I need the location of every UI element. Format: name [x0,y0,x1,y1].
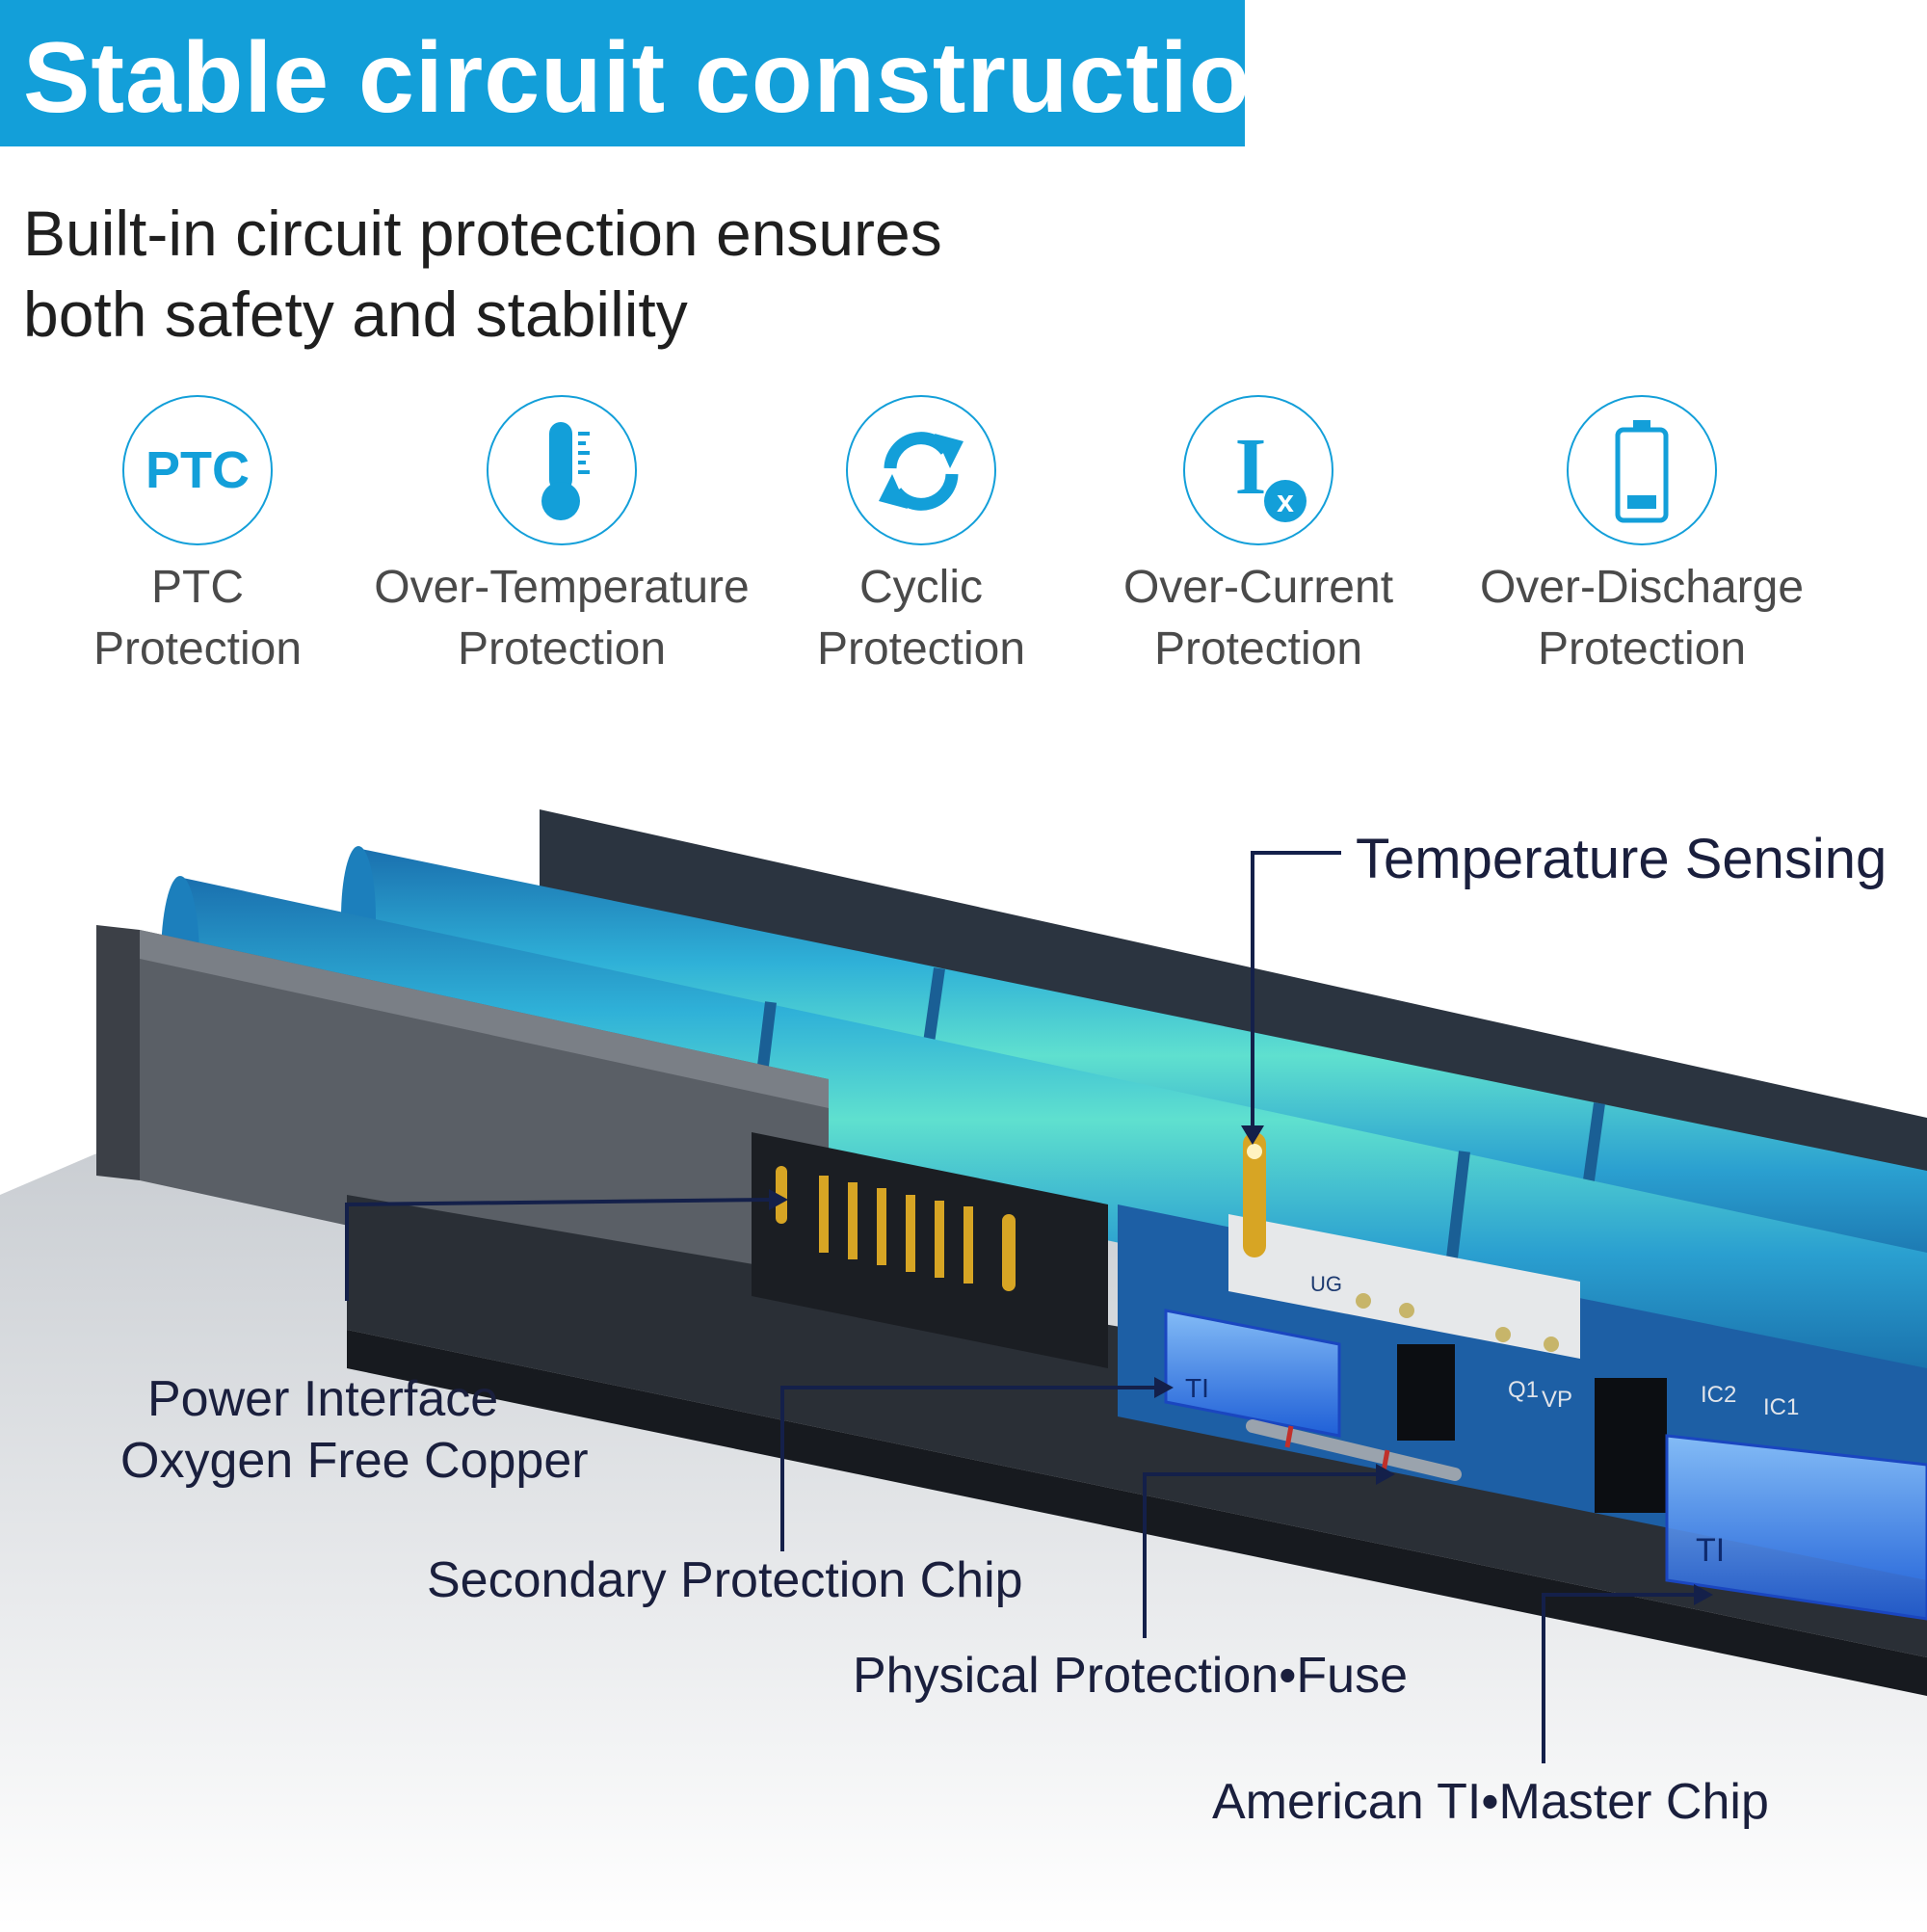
callout-arrowheads [769,1125,1713,1605]
cycle-arrows-icon [846,395,996,545]
feature-label-line-2: Protection [1537,623,1747,675]
title-banner: Stable circuit construction [0,0,1312,146]
board-label-vp: VP [1542,1387,1572,1413]
page-title: Stable circuit construction [23,22,1313,134]
feature-label: Cyclic Protection [719,557,1123,680]
callout-temperature-sensing: Temperature Sensing [1356,828,1887,890]
feature-label-line-1: Cyclic [859,562,983,613]
subtitle-line-2: both safety and stability [23,278,688,350]
feature-label-line-2: Protection [92,623,303,675]
feature-over-discharge: Over-Discharge Protection [1439,395,1844,680]
protection-circuit-board: TI Q1 VP IC2 IC1 UG TI [1118,1204,1927,1621]
feature-over-current: I x Over-Current Protection [1056,395,1461,680]
callout-power-interface: Power Interface Oxygen Free Copper [120,1368,589,1492]
battery-back-rail [540,809,1927,1195]
feature-label-line-1: PTC [151,562,244,613]
page-subtitle: Built-in circuit protection ensures both… [23,193,1131,355]
feature-label: Over-Temperature Protection [359,557,764,680]
feature-label-line-2: Protection [1153,623,1363,675]
ptc-icon-text: PTC [145,441,250,499]
feature-over-temperature: Over-Temperature Protection [359,395,764,680]
feature-label-line-2: Protection [457,623,667,675]
temperature-probe [1243,1132,1266,1257]
board-label-q1: Q1 [1508,1377,1539,1403]
feature-label-line-2: Protection [816,623,1026,675]
board-label-ic1: IC1 [1763,1394,1799,1420]
power-connector [752,1132,1108,1368]
battery-illustration: TI Q1 VP IC2 IC1 UG TI [0,790,1927,1927]
callout-master-chip: American TI•Master Chip [1212,1774,1769,1830]
feature-cyclic: Cyclic Protection [719,395,1123,680]
feature-label: Over-Current Protection [1056,557,1461,680]
current-x-icon: I x [1183,395,1333,545]
board-label-ic2: IC2 [1701,1382,1736,1408]
connector-pins [776,1166,1016,1291]
callout-power-interface-line-1: Power Interface [147,1371,499,1427]
fuse-body [1246,1419,1462,1481]
subtitle-line-1: Built-in circuit protection ensures [23,198,942,269]
ptc-icon: PTC [122,395,273,545]
callout-power-interface-line-2: Oxygen Free Copper [120,1433,589,1489]
board-label-ti-left: TI [1185,1373,1209,1403]
current-icon-badge: x [1277,484,1294,518]
feature-label-line-1: Over-Temperature [374,562,750,613]
callout-secondary-protection-chip: Secondary Protection Chip [427,1552,1023,1608]
thermometer-icon [487,395,637,545]
current-icon-letter: I [1235,422,1267,512]
feature-label: Over-Discharge Protection [1439,557,1844,680]
low-battery-icon [1567,395,1717,545]
feature-label-line-1: Over-Current [1122,562,1394,613]
board-label-ug: UG [1310,1272,1342,1296]
battery-end-cap [96,925,829,1330]
callout-leader-lines [345,851,1696,1763]
feature-label-line-1: Over-Discharge [1479,562,1805,613]
feature-ptc: PTC PTC Protection [0,395,400,680]
board-label-ti-right: TI [1696,1532,1725,1569]
battery-bottom-rail [347,1195,1927,1657]
protection-features: PTC PTC Protection Over-Temperatu [0,395,1927,703]
callout-physical-protection-fuse: Physical Protection•Fuse [853,1648,1409,1704]
battery-drawing: TI Q1 VP IC2 IC1 UG TI [0,809,1927,1927]
feature-label: PTC Protection [0,557,400,680]
